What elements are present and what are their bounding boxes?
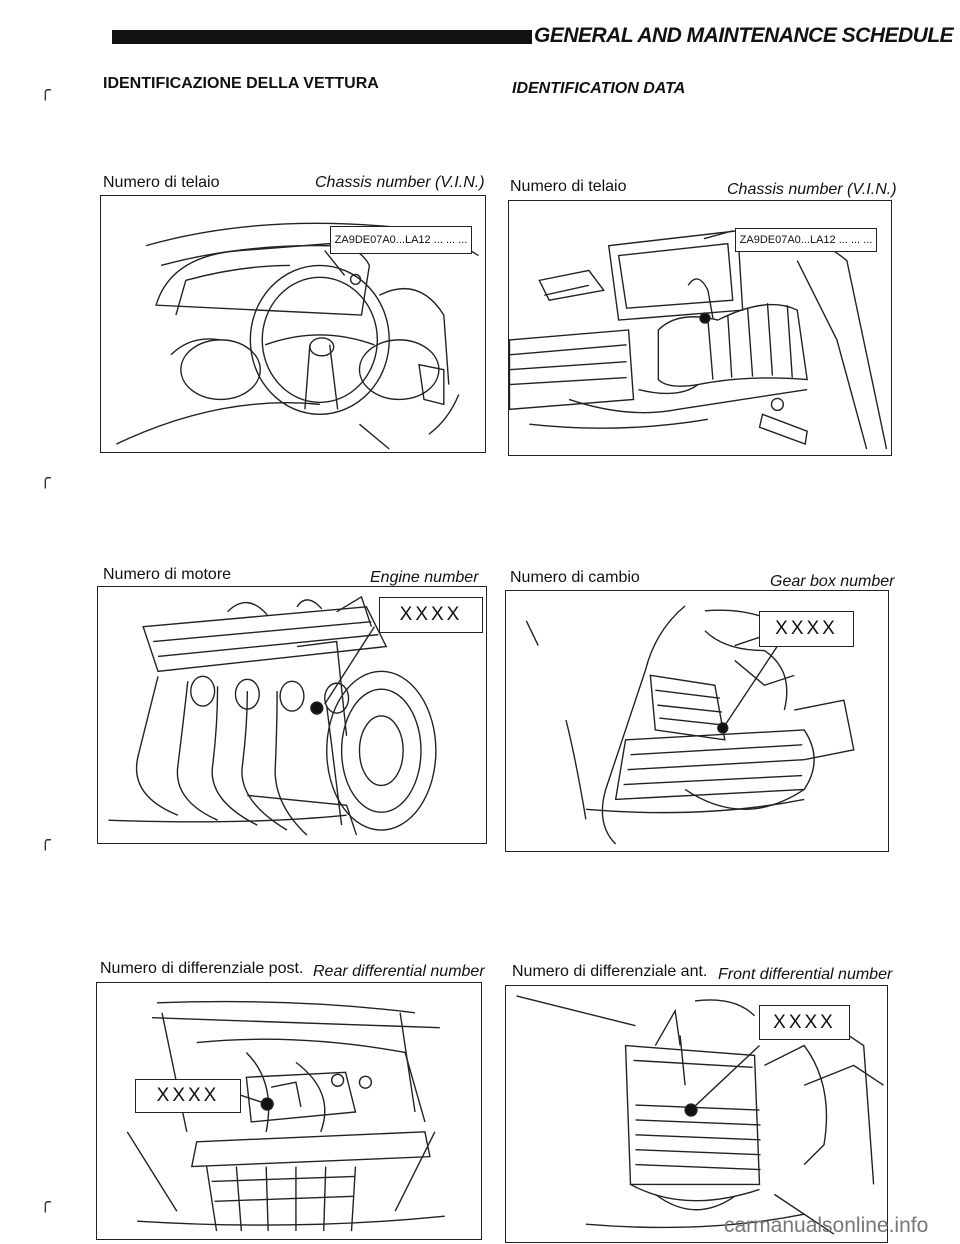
front-diff-code-box: XXXX xyxy=(759,1005,850,1040)
watermark: carmanualsonline.info xyxy=(724,1214,929,1237)
header-title: GENERAL AND MAINTENANCE SCHEDULE xyxy=(534,24,954,47)
caption-chassis-it-left: Numero di telaio xyxy=(103,174,220,191)
engine-illustration: XXXX xyxy=(97,586,487,844)
front-differential-illustration: XXXX xyxy=(505,985,888,1243)
caption-chassis-it-right: Numero di telaio xyxy=(510,178,627,195)
margin-mark: ╭ xyxy=(40,468,51,489)
gearbox-illustration: XXXX xyxy=(505,590,889,852)
caption-front-diff-en: Front differential number xyxy=(718,966,893,983)
chassis-engine-bay-illustration: ZA9DE07A0...LA12 ... ... ... xyxy=(508,200,892,456)
chassis-code-box: ZA9DE07A0...LA12 ... ... ... xyxy=(735,228,877,252)
chassis-dashboard-illustration: ZA9DE07A0...LA12 ... ... ... xyxy=(100,195,486,453)
rear-diff-code-box: XXXX xyxy=(135,1079,241,1113)
gearbox-code-box: XXXX xyxy=(759,611,854,647)
engine-code-box: XXXX xyxy=(379,597,483,633)
caption-rear-diff-it: Numero di differenziale post. xyxy=(100,960,304,977)
caption-chassis-en-left: Chassis number (V.I.N.) xyxy=(315,174,485,191)
caption-engine-en: Engine number xyxy=(370,569,479,586)
chassis-code-box: ZA9DE07A0...LA12 ... ... ... xyxy=(330,226,472,254)
margin-mark: ╭ xyxy=(40,830,51,851)
caption-gearbox-en: Gear box number xyxy=(770,573,895,590)
caption-front-diff-it: Numero di differenziale ant. xyxy=(512,963,708,980)
header-bar xyxy=(112,30,532,44)
margin-mark: ╭ xyxy=(40,1192,51,1213)
section-title-en: IDENTIFICATION DATA xyxy=(512,80,686,97)
caption-chassis-en-right: Chassis number (V.I.N.) xyxy=(727,181,897,198)
caption-gearbox-it: Numero di cambio xyxy=(510,569,640,586)
caption-engine-it: Numero di motore xyxy=(103,566,232,583)
rear-differential-illustration: XXXX xyxy=(96,982,482,1240)
margin-mark: ╭ xyxy=(40,80,51,101)
section-title-it: IDENTIFICAZIONE DELLA VETTURA xyxy=(103,75,379,92)
caption-rear-diff-en: Rear differential number xyxy=(313,963,485,980)
